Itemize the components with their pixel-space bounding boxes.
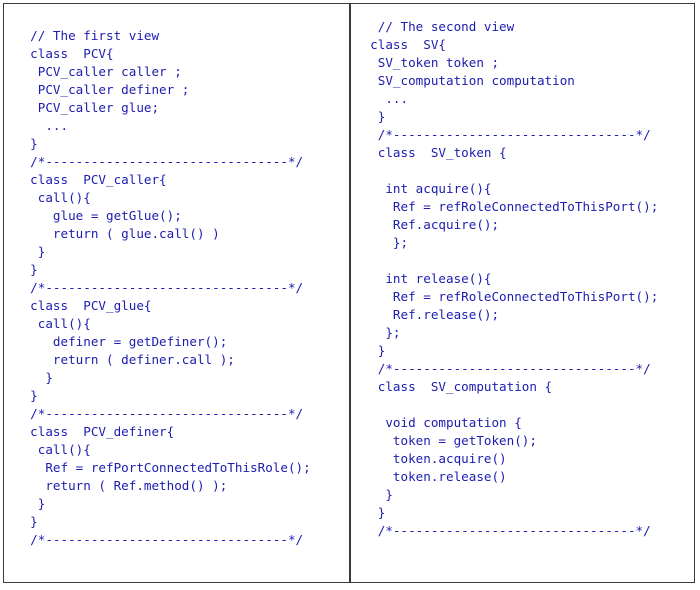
code-line — [355, 396, 658, 414]
code-line: } — [15, 136, 38, 151]
code-line — [355, 252, 658, 270]
code-line: PCV_caller caller ; — [15, 64, 182, 79]
code-line: } — [15, 370, 53, 385]
code-line: class PCV_caller{ — [15, 172, 167, 187]
code-line: /*--------------------------------*/ — [15, 532, 304, 547]
code-line: /*--------------------------------*/ — [15, 280, 304, 295]
code-line: call(){ — [15, 190, 91, 205]
second-view-code-panel: // The second view class SV{ SV_token to… — [355, 18, 658, 540]
code-line: class PCV{ — [15, 46, 114, 61]
code-line: /*--------------------------------*/ — [355, 361, 651, 376]
code-line: /*--------------------------------*/ — [15, 406, 304, 421]
code-line: Ref.acquire(); — [355, 217, 500, 232]
first-view-code-panel: // The first view class PCV{ PCV_caller … — [15, 27, 311, 549]
code-line: } — [15, 388, 38, 403]
code-line: SV_computation computation — [355, 73, 575, 88]
code-line: Ref = refPortConnectedToThisRole(); — [15, 460, 311, 475]
code-line: } — [15, 514, 38, 529]
code-line: } — [355, 109, 386, 124]
code-line: ... — [15, 118, 69, 133]
code-line: token.release() — [355, 469, 507, 484]
code-line: } — [15, 244, 46, 259]
code-line — [355, 162, 658, 180]
code-line: Ref.release(); — [355, 307, 500, 322]
code-line: /*--------------------------------*/ — [15, 154, 304, 169]
code-line: class SV{ — [355, 37, 446, 52]
code-line: } — [355, 343, 386, 358]
code-line: glue = getGlue(); — [15, 208, 182, 223]
code-line: call(){ — [15, 316, 91, 331]
code-line: return ( glue.call() ) — [15, 226, 220, 241]
code-line: Ref = refRoleConnectedToThisPort(); — [355, 199, 659, 214]
code-line: int release(){ — [355, 271, 492, 286]
code-line: class SV_token { — [355, 145, 507, 160]
code-line: class PCV_glue{ — [15, 298, 152, 313]
code-line: ... — [355, 91, 409, 106]
code-line: } — [355, 487, 393, 502]
code-line: token = getToken(); — [355, 433, 537, 448]
code-line: return ( definer.call ); — [15, 352, 235, 367]
code-line: class SV_computation { — [355, 379, 553, 394]
code-line: }; — [355, 325, 401, 340]
code-line: } — [15, 262, 38, 277]
code-line: PCV_caller definer ; — [15, 82, 190, 97]
code-line: definer = getDefiner(); — [15, 334, 228, 349]
code-line: // The second view — [355, 19, 515, 34]
code-line: return ( Ref.method() ); — [15, 478, 228, 493]
code-line: } — [15, 496, 46, 511]
code-line: void computation { — [355, 415, 522, 430]
code-line: // The first view — [15, 28, 160, 43]
code-line: } — [355, 505, 386, 520]
code-line: /*--------------------------------*/ — [355, 127, 651, 142]
code-line: class PCV_definer{ — [15, 424, 175, 439]
code-line: /*--------------------------------*/ — [355, 523, 651, 538]
code-line: int acquire(){ — [355, 181, 492, 196]
code-line: call(){ — [15, 442, 91, 457]
code-line: }; — [355, 235, 409, 250]
column-divider — [349, 3, 351, 583]
code-line: Ref = refRoleConnectedToThisPort(); — [355, 289, 659, 304]
code-line: PCV_caller glue; — [15, 100, 160, 115]
code-line: SV_token token ; — [355, 55, 500, 70]
code-line: token.acquire() — [355, 451, 507, 466]
